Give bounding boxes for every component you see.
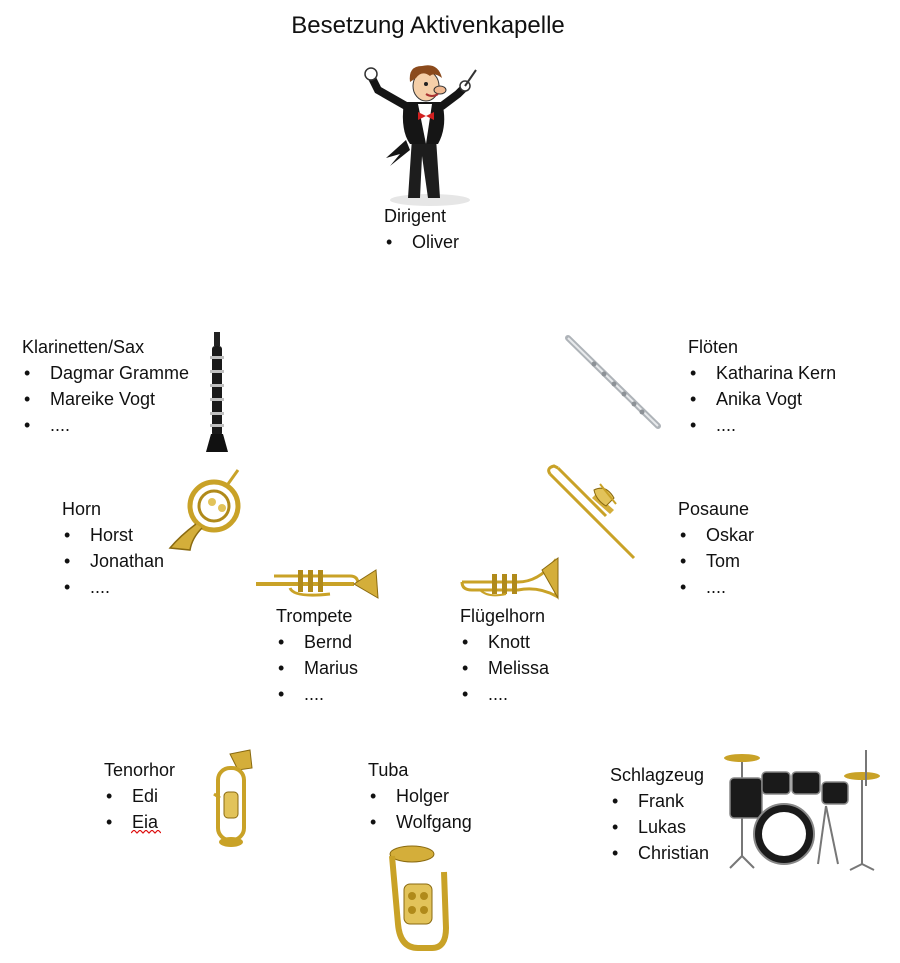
section-fluegelhorn: Flügelhorn Knott Melissa .... [460, 603, 549, 707]
section-trompete: Trompete Bernd Marius .... [276, 603, 358, 707]
section-label: Dirigent [384, 206, 447, 226]
spellcheck-underline [131, 830, 161, 834]
section-label: Trompete [276, 606, 353, 626]
section-tenorhorn: Tenorhor Edi Eia [104, 757, 175, 835]
list-item: Bernd [276, 629, 358, 655]
section-schlagzeug: Schlagzeug Frank Lukas Christian [610, 762, 709, 866]
member-list: Horst Jonathan .... [62, 522, 164, 600]
section-posaune: Posaune Oskar Tom .... [678, 496, 754, 600]
list-item: Lukas [610, 814, 709, 840]
list-item: Horst [62, 522, 164, 548]
section-label: Horn [62, 499, 102, 519]
member-list: Frank Lukas Christian [610, 788, 709, 866]
list-item: Holger [368, 783, 472, 809]
member-list: Katharina Kern Anika Vogt .... [688, 360, 836, 438]
list-item: Marius [276, 655, 358, 681]
list-item: Dagmar Gramme [22, 360, 200, 386]
section-label: Klarinetten/Sax [22, 337, 145, 357]
list-item: .... [460, 681, 549, 707]
section-dirigent: Dirigent Oliver [384, 203, 459, 255]
list-item: Anika Vogt [688, 386, 836, 412]
flute-icon [565, 335, 661, 429]
member-list: Knott Melissa .... [460, 629, 549, 707]
flugelhorn-icon [460, 557, 559, 600]
drum-kit-icon [724, 750, 880, 871]
member-list: Holger Wolfgang [368, 783, 472, 835]
page-title: Besetzung Aktivenkapelle [291, 12, 565, 39]
section-label: Flügelhorn [460, 606, 546, 626]
list-item: .... [22, 412, 200, 438]
list-item: Katharina Kern [688, 360, 836, 386]
list-item: Knott [460, 629, 549, 655]
list-item: Wolfgang [368, 809, 472, 835]
section-klarinetten: Klarinetten/Sax Dagmar Gramme Mareike Vo… [22, 334, 200, 438]
french-horn-icon [168, 469, 241, 551]
section-label: Flöten [688, 337, 739, 357]
list-item: .... [276, 681, 358, 707]
trumpet-icon [256, 569, 379, 599]
member-list: Dagmar Gramme Mareike Vogt .... [22, 360, 200, 438]
section-tuba: Tuba Holger Wolfgang [368, 757, 472, 835]
section-floeten: Flöten Katharina Kern Anika Vogt .... [688, 334, 836, 438]
section-label: Schlagzeug [610, 765, 705, 785]
section-horn: Horn Horst Jonathan .... [62, 496, 164, 600]
tuba-icon [389, 845, 450, 951]
member-list: Oliver [384, 229, 459, 255]
member-list: Oskar Tom .... [678, 522, 754, 600]
list-item: Eia [104, 809, 175, 835]
section-label: Tuba [368, 760, 409, 780]
list-item: Mareike Vogt [22, 386, 200, 412]
list-item: Frank [610, 788, 709, 814]
list-item: Melissa [460, 655, 549, 681]
section-label: Posaune [678, 499, 750, 519]
conductor-icon [364, 65, 477, 206]
member-list: Bernd Marius .... [276, 629, 358, 707]
list-item: Oskar [678, 522, 754, 548]
list-item: Edi [104, 783, 175, 809]
list-item: Oliver [384, 229, 459, 255]
clarinet-icon [206, 332, 228, 452]
list-item: Tom [678, 548, 754, 574]
list-item: Christian [610, 840, 709, 866]
member-list: Edi Eia [104, 783, 175, 835]
list-item: .... [688, 412, 836, 438]
list-item: Jonathan [62, 548, 164, 574]
tenor-horn-icon [213, 749, 253, 847]
list-item: .... [678, 574, 754, 600]
section-label: Tenorhor [104, 760, 176, 780]
trombone-icon [547, 464, 636, 560]
list-item: .... [62, 574, 164, 600]
